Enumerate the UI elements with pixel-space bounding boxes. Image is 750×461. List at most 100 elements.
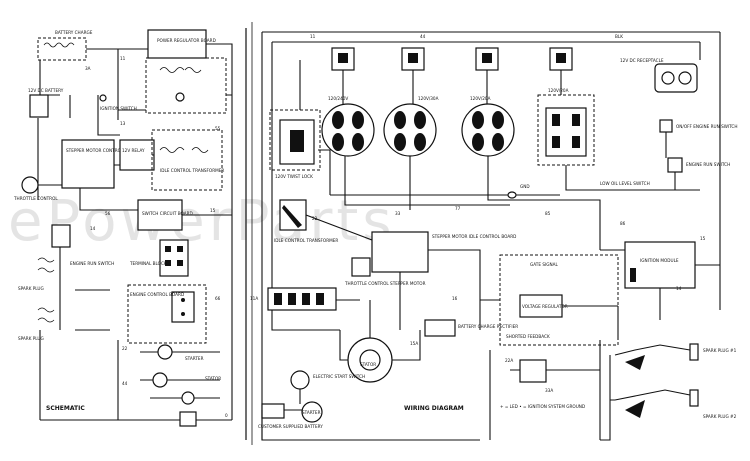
dc-receptacle-label: 12V DC RECEPTACLE <box>620 58 664 63</box>
throttle-control-label: THROTTLE CONTROL <box>13 196 58 201</box>
spark-plug-assembly-1: SPARK PLUG #1 <box>614 343 737 370</box>
throttle-wd-label: THROTTLE CONTROL STEPPER MOTOR <box>344 281 426 286</box>
svg-text:11: 11 <box>310 34 316 39</box>
circuit-board-label: SWITCH CIRCUIT BOARD <box>142 211 193 216</box>
battery-charge-rectifier <box>424 319 456 337</box>
receptacle-2: 120V/30A <box>383 96 439 157</box>
stepper-wd-label: STEPPER MOTOR IDLE CONTROL BOARD <box>432 234 516 239</box>
starter-label: STARTER <box>185 356 204 361</box>
ignition-switch-label: IGNITION SWITCH <box>100 106 137 111</box>
on-off-label: ON/OFF ENGINE RUN SWITCH <box>676 124 738 129</box>
svg-text:3A: 3A <box>85 66 91 71</box>
twist-lock-label: 120V TWIST LOCK <box>275 174 313 179</box>
svg-text:11A: 11A <box>250 296 258 301</box>
starter-wd-label: STARTER <box>302 410 321 415</box>
svg-text:16: 16 <box>452 296 458 301</box>
power-regulator-label: POWER REGULATOR BOARD <box>157 38 216 43</box>
svg-text:11: 11 <box>120 56 126 61</box>
legend-text: + = LED • = IGNITION SYSTEM GROUND <box>500 404 585 409</box>
svg-text:33A: 33A <box>545 388 553 393</box>
svg-text:85: 85 <box>545 211 551 216</box>
schematic-section: BATTERY CHARGE POWER REGULATOR BOARD 3A … <box>13 29 233 427</box>
shorted-feedback-label: SHORTED FEEDBACK <box>506 334 550 339</box>
throttle-motor <box>21 176 39 194</box>
wiring-title: WIRING DIAGRAM <box>404 405 464 412</box>
breaker-row <box>331 47 573 71</box>
battery-12v-label: 12V DC BATTERY <box>28 88 64 93</box>
svg-text:66: 66 <box>215 296 221 301</box>
customer-battery <box>261 403 285 419</box>
receptacle-3: 120V/20A <box>461 96 515 157</box>
stator-wd-label: STATOR <box>360 362 376 367</box>
engine-run-label: ENGINE RUN SWITCH <box>70 261 114 266</box>
on-off-switch <box>659 119 673 133</box>
svg-text:22A: 22A <box>505 358 513 363</box>
svg-text:56: 56 <box>105 211 111 216</box>
svg-text:0: 0 <box>225 413 228 418</box>
receptacle-4: 120V/20A <box>537 88 595 166</box>
ignition-module-1 <box>51 224 71 248</box>
spark1-label: SPARK PLUG #1 <box>703 348 737 353</box>
connector-block <box>519 359 547 383</box>
regulator-label: VOLTAGE REGULATOR <box>522 304 568 309</box>
gate-signal-label: GATE SIGNAL <box>530 262 558 267</box>
relay-label: 12V RELAY <box>122 148 145 153</box>
battery-12v <box>29 94 49 118</box>
wiring-section: 11 44 BLK 12V DC RECEPTACLE 120V TWIST L… <box>250 31 738 441</box>
electric-start-label: ELECTRIC START SWITCH <box>313 374 365 379</box>
svg-text:GND: GND <box>520 184 530 189</box>
idle-control-label: IDLE CONTROL TRANSFORMER <box>160 168 224 173</box>
engine-control-label: ENGINE CONTROL BOARD <box>130 292 184 297</box>
battery-wd-label: CUSTOMER SUPPLIED BATTERY <box>258 424 323 429</box>
spark-plug-2 <box>689 389 699 407</box>
schematic-title: SCHEMATIC <box>46 405 85 412</box>
ignition-module-label: IGNITION MODULE <box>640 258 679 263</box>
spark2-label: SPARK PLUG #2 <box>703 414 737 419</box>
relay-block <box>119 139 155 171</box>
svg-text:22: 22 <box>122 346 128 351</box>
receptacle-2-label: 120V/30A <box>418 96 439 101</box>
svg-text:44: 44 <box>420 34 426 39</box>
terminal-block <box>159 239 189 277</box>
battery-charge-label: BATTERY CHARGE <box>55 30 93 35</box>
dc-receptacle <box>654 63 698 93</box>
engine-control-board <box>127 284 207 344</box>
svg-text:22: 22 <box>312 216 318 221</box>
switch-circuit-board <box>137 199 183 231</box>
spark-plug-2-label: SPARK PLUG <box>18 336 44 341</box>
svg-text:86: 86 <box>620 221 626 226</box>
receptacle-1-label: 120/240V <box>328 96 348 101</box>
terminal-block-label: TERMINAL BLOCK <box>129 261 167 266</box>
starter-motor <box>301 401 323 423</box>
svg-text:13: 13 <box>120 121 126 126</box>
ignition-module-board <box>624 241 696 289</box>
svg-text:15: 15 <box>700 236 706 241</box>
svg-text:14: 14 <box>676 286 682 291</box>
engine-run-wd-label: ENGINE RUN SWITCH <box>686 162 730 167</box>
wire-blk-top: BLK <box>615 34 623 39</box>
svg-text:44: 44 <box>122 381 128 386</box>
engine-run-switch <box>667 157 683 173</box>
stepper-control-board <box>371 231 429 273</box>
regulator-coil-box <box>145 57 227 114</box>
svg-text:15A: 15A <box>410 341 418 346</box>
oil-level-label: LOW OIL LEVEL SWITCH <box>600 181 650 186</box>
spark-plug-1 <box>689 343 699 361</box>
power-regulator-board <box>147 29 207 59</box>
idle-control-box <box>151 129 223 191</box>
receptacle-3-label: 120V/20A <box>470 96 491 101</box>
svg-text:55: 55 <box>215 126 221 131</box>
spark-plug-1-label: SPARK PLUG <box>18 286 44 291</box>
stepper-board-label: STEPPER MOTOR CONTROL BOARD <box>66 148 140 153</box>
watermark: ePowerParts <box>8 189 396 254</box>
svg-text:15: 15 <box>210 208 216 213</box>
stator-label: STATOR <box>205 376 221 381</box>
spark-plug-assembly-2: SPARK PLUG #2 <box>614 389 737 419</box>
idle-xfmr-label: IDLE CONTROL TRANSFORMER <box>274 238 338 243</box>
svg-text:77: 77 <box>455 206 461 211</box>
stepper-motor-board <box>61 139 115 189</box>
receptacle-1: 120/240V <box>321 96 375 157</box>
electric-start-switch <box>290 370 310 390</box>
battery-rectifier-label: BATTERY CHARGE RECTIFIER <box>458 324 518 329</box>
